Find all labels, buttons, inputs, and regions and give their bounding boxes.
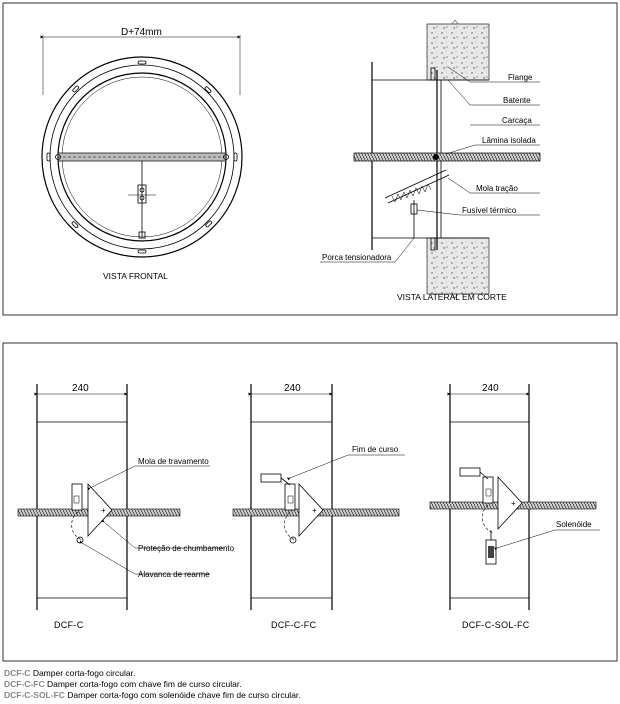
note-text: Damper corta-fogo com solenóide chave fi… bbox=[64, 690, 301, 700]
note-line: DCF-C-SOL-FC Damper corta-fogo com solen… bbox=[4, 690, 616, 701]
label-mola-travamento: Mola de travamento bbox=[138, 457, 209, 466]
flange-slots bbox=[46, 60, 238, 254]
tension-spring bbox=[384, 169, 450, 204]
section-view: Flange Batente Carcaça Lâmina isolada Mo… bbox=[320, 19, 541, 302]
shaft-rod bbox=[353, 152, 541, 162]
model-code-3: DCF-C-SOL-FC bbox=[462, 620, 530, 630]
top-panel-frame bbox=[2, 2, 618, 316]
label-solenoide: Solenóide bbox=[556, 520, 592, 529]
label-fusivel: Fusível térmico bbox=[462, 206, 517, 215]
note-code: DCF-C-FC bbox=[4, 679, 45, 689]
label-lamina: Lâmina isolada bbox=[482, 136, 536, 145]
model-dcf-c-fc: 240 + Fim de curso DCF-C-FC bbox=[232, 383, 405, 630]
dimension-1: 240 bbox=[72, 383, 89, 394]
note-text: Damper corta-fogo com chave fim de curso… bbox=[44, 679, 242, 689]
label-alavanca: Alavanca de rearme bbox=[138, 570, 210, 579]
model-dcf-c-sol-fc: 240 + Solenóide DCF-C-SOL-FC bbox=[429, 383, 600, 630]
label-protecao: Proteção de chumbamento bbox=[138, 544, 235, 553]
note-line: DCF-C-FC Damper corta-fogo com chave fim… bbox=[4, 679, 616, 690]
wall-top bbox=[426, 23, 490, 81]
section-view-caption: VISTA LATERAL EM CORTE bbox=[397, 292, 507, 302]
label-carcaca: Carcaça bbox=[502, 116, 532, 125]
note-code: DCF-C-SOL-FC bbox=[4, 690, 65, 700]
notes-list: DCF-C Damper corta-fogo circular. DCF-C-… bbox=[4, 668, 616, 701]
label-mola: Mola tração bbox=[476, 184, 518, 193]
bottom-panel-frame bbox=[2, 342, 618, 662]
label-fim-curso: Fim de curso bbox=[352, 445, 399, 454]
model-dcf-c: 240 + Mola de travamento Proteção de chu… bbox=[17, 383, 235, 630]
front-dimension-label: D+74mm bbox=[121, 27, 162, 38]
note-line: DCF-C Damper corta-fogo circular. bbox=[4, 668, 616, 679]
front-view: D+74mm VISTA FRONTAL bbox=[40, 27, 243, 281]
label-porca: Porca tensionadora bbox=[322, 253, 392, 262]
svg-text:+: + bbox=[101, 506, 106, 515]
note-code: DCF-C bbox=[4, 668, 31, 678]
label-flange: Flange bbox=[508, 73, 533, 82]
model-code-2: DCF-C-FC bbox=[271, 620, 317, 630]
dimension-2: 240 bbox=[284, 383, 301, 394]
front-view-caption: VISTA FRONTAL bbox=[103, 271, 168, 281]
dimension-3: 240 bbox=[482, 383, 499, 394]
model-code-1: DCF-C bbox=[54, 620, 84, 630]
svg-text:+: + bbox=[511, 499, 516, 508]
wall-bottom bbox=[426, 237, 490, 295]
svg-text:+: + bbox=[312, 506, 317, 515]
label-batente: Batente bbox=[503, 96, 531, 105]
note-text: Damper corta-fogo circular. bbox=[30, 668, 136, 678]
